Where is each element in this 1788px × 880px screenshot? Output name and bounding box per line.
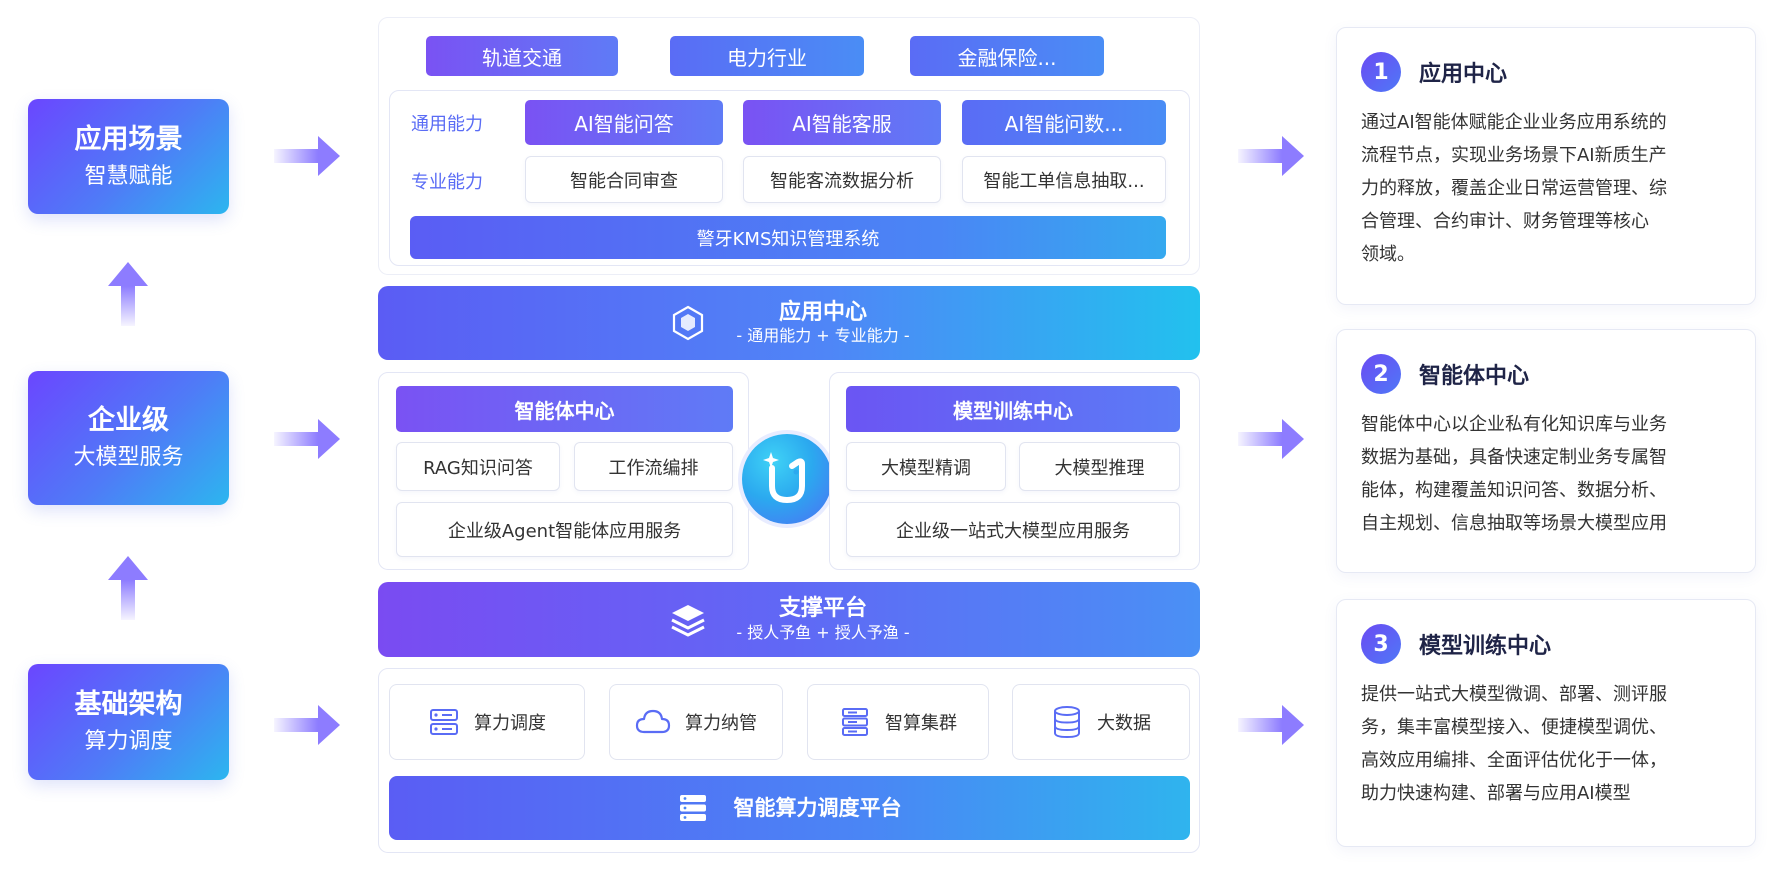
resource-compute-manage: 算力纳管 xyxy=(609,684,783,760)
general-item-qa: AI智能问答 xyxy=(525,100,723,145)
info-title: 应用中心 xyxy=(1419,62,1508,87)
support-platform-subtitle: - 授人予鱼 + 授人予渔 - xyxy=(736,622,910,642)
model-center-title: 模型训练中心 xyxy=(846,386,1180,432)
info-line: 通过AI智能体赋能企业业务应用系统的 xyxy=(1361,112,1667,133)
industry-finance: 金融保险... xyxy=(910,36,1104,76)
info-number-badge: 3 xyxy=(1361,624,1401,664)
support-platform-bar: 支撑平台 - 授人予鱼 + 授人予渔 - xyxy=(378,582,1200,657)
schedule-platform-title: 智能算力调度平台 xyxy=(733,795,902,820)
info-card-app-center: 1 应用中心 通过AI智能体赋能企业业务应用系统的 流程节点，实现业务场景下AI… xyxy=(1336,27,1756,305)
support-platform-title: 支撑平台 xyxy=(778,596,867,622)
info-body: 通过AI智能体赋能企业业务应用系统的 流程节点，实现业务场景下AI新质生产 力的… xyxy=(1361,106,1731,271)
resource-label: 算力纳管 xyxy=(685,713,757,734)
info-body: 提供一站式大模型微调、部署、测评服 务，集丰富模型接入、便捷模型调优、 高效应用… xyxy=(1361,678,1731,810)
info-line: 力的释放，覆盖企业日常运营管理、综 xyxy=(1361,178,1667,199)
infra-subtitle: 算力调度 xyxy=(84,729,173,755)
kms-bar: 警牙KMS知识管理系统 xyxy=(410,216,1166,259)
model-item-wide: 企业级一站式大模型应用服务 xyxy=(846,502,1180,557)
general-item-service: AI智能客服 xyxy=(743,100,941,145)
info-title: 智能体中心 xyxy=(1419,364,1530,389)
up-arrow-2 xyxy=(108,556,148,620)
info-number-badge: 1 xyxy=(1361,52,1401,92)
arrow-center-to-right-3 xyxy=(1238,705,1308,745)
agent-center-title: 智能体中心 xyxy=(396,386,733,432)
info-title: 模型训练中心 xyxy=(1419,634,1552,659)
arrow-left-to-center-3 xyxy=(274,705,344,745)
left-block-infra: 基础架构 算力调度 xyxy=(28,664,229,780)
industry-power: 电力行业 xyxy=(670,36,864,76)
general-item-data: AI智能问数... xyxy=(962,100,1166,145)
cloud-icon xyxy=(635,709,671,734)
server-stack-icon xyxy=(679,795,706,821)
left-block-enterprise: 企业级 大模型服务 xyxy=(28,371,229,505)
app-scene-subtitle: 智慧赋能 xyxy=(84,163,173,189)
enterprise-title: 企业级 xyxy=(88,405,169,437)
resource-label: 智算集群 xyxy=(885,713,957,734)
pro-item-flow: 智能客流数据分析 xyxy=(743,156,941,203)
cube-icon xyxy=(673,305,704,341)
info-line: 助力快速构建、部署与应用AI模型 xyxy=(1361,783,1631,804)
pro-item-ticket: 智能工单信息抽取... xyxy=(962,156,1166,203)
agent-item-workflow: 工作流编排 xyxy=(574,442,733,491)
arrow-left-to-center-2 xyxy=(274,419,344,459)
info-line: 智能体中心以企业私有化知识库与业务 xyxy=(1361,414,1667,435)
infra-title: 基础架构 xyxy=(74,689,183,721)
info-line: 能体，构建覆盖知识问答、数据分析、 xyxy=(1361,480,1667,501)
info-line: 务，集丰富模型接入、便捷模型调优、 xyxy=(1361,717,1667,738)
industry-rail: 轨道交通 xyxy=(426,36,618,76)
app-scene-title: 应用场景 xyxy=(74,123,183,155)
info-body: 智能体中心以企业私有化知识库与业务 数据为基础，具备快速定制业务专属智 能体，构… xyxy=(1361,408,1731,540)
arrow-center-to-right-2 xyxy=(1238,419,1308,459)
info-line: 高效应用编排、全面评估优化于一体， xyxy=(1361,750,1667,771)
app-center-subtitle: - 通用能力 + 专业能力 - xyxy=(736,326,910,346)
enterprise-subtitle: 大模型服务 xyxy=(73,445,184,471)
info-line: 流程节点，实现业务场景下AI新质生产 xyxy=(1361,145,1667,166)
info-card-model-center: 3 模型训练中心 提供一站式大模型微调、部署、测评服 务，集丰富模型接入、便捷模… xyxy=(1336,599,1756,847)
info-line: 提供一站式大模型微调、部署、测评服 xyxy=(1361,684,1667,705)
resource-label: 算力调度 xyxy=(474,713,546,734)
model-item-inference: 大模型推理 xyxy=(1019,442,1180,491)
info-line: 自主规划、信息抽取等场景大模型应用 xyxy=(1361,513,1667,534)
layers-icon xyxy=(671,604,706,636)
left-block-app-scene: 应用场景 智慧赋能 xyxy=(28,99,229,214)
info-line: 合管理、合约审计、财务管理等核心 xyxy=(1361,211,1649,232)
model-item-finetune: 大模型精调 xyxy=(846,442,1006,491)
agent-item-wide: 企业级Agent智能体应用服务 xyxy=(396,502,733,557)
up-arrow-1 xyxy=(108,262,148,326)
arrow-center-to-right-1 xyxy=(1238,136,1308,176)
resource-label: 大数据 xyxy=(1097,713,1151,734)
arrow-left-to-center-1 xyxy=(274,136,344,176)
cluster-icon xyxy=(842,708,868,736)
app-center-title: 应用中心 xyxy=(778,299,867,325)
info-number-badge: 2 xyxy=(1361,354,1401,394)
server-icon xyxy=(430,709,458,735)
platform-logo-icon xyxy=(742,434,832,524)
info-line: 数据为基础，具备快速定制业务专属智 xyxy=(1361,447,1667,468)
database-icon xyxy=(1054,706,1080,739)
info-line: 领域。 xyxy=(1361,244,1415,265)
app-center-bar: 应用中心 - 通用能力 + 专业能力 - xyxy=(378,286,1200,360)
pro-capability-label: 专业能力 xyxy=(411,172,483,193)
agent-item-rag: RAG知识问答 xyxy=(396,442,560,491)
resource-cluster: 智算集群 xyxy=(807,684,989,760)
resource-compute-schedule: 算力调度 xyxy=(389,684,585,760)
pro-item-contract: 智能合同审查 xyxy=(525,156,723,203)
info-card-agent-center: 2 智能体中心 智能体中心以企业私有化知识库与业务 数据为基础，具备快速定制业务… xyxy=(1336,329,1756,573)
general-capability-label: 通用能力 xyxy=(411,114,483,135)
schedule-platform-bar: 智能算力调度平台 xyxy=(389,776,1190,840)
resource-bigdata: 大数据 xyxy=(1012,684,1190,760)
